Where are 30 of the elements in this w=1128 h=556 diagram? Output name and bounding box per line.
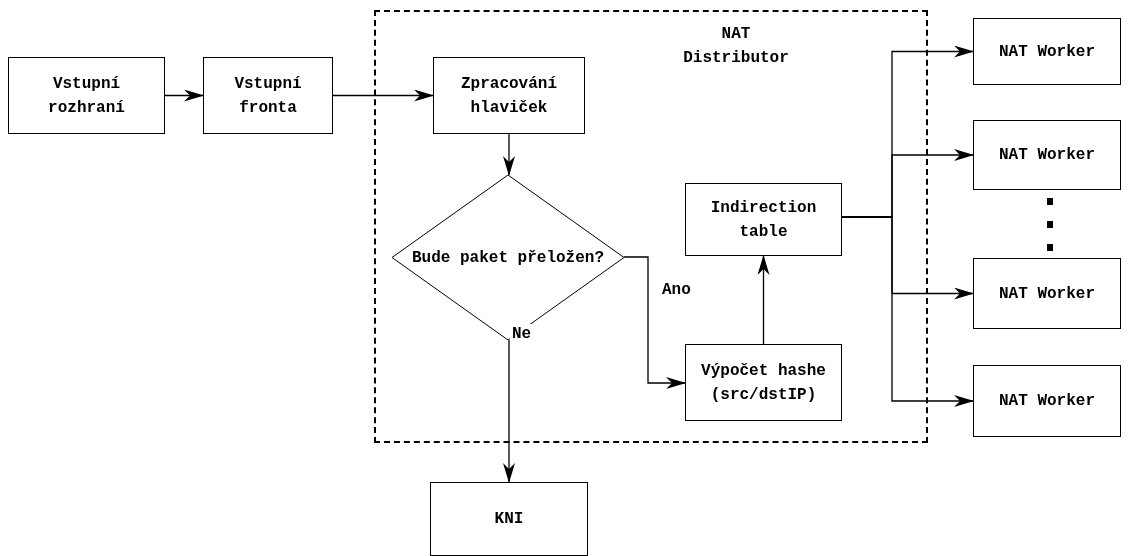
process-box [973, 258, 1121, 329]
node-label: Bude paket přeložen? [411, 247, 605, 269]
node-label: Indirection table [709, 197, 818, 243]
process-box [973, 365, 1121, 437]
process-box [973, 18, 1121, 85]
arrow [757, 255, 770, 345]
node-label: NAT Worker [998, 283, 1096, 305]
arrow [623, 256, 686, 389]
process-box [685, 344, 842, 421]
arrow [332, 89, 434, 102]
process-box [433, 57, 585, 134]
node-label: NAT Worker [998, 41, 1096, 63]
node-label: NAT Worker [998, 391, 1096, 412]
process-box [973, 120, 1121, 190]
process-box [430, 482, 588, 556]
node-label: NAT Worker [998, 145, 1096, 166]
arrow [841, 216, 974, 407]
arrow [164, 89, 204, 102]
group-title: NAT Distributor [682, 24, 790, 69]
process-box [685, 183, 842, 256]
node-label: Vstupní rozhraní [47, 73, 126, 119]
arrow [503, 133, 515, 176]
node-label: Vstupní fronta [233, 73, 303, 119]
process-box [203, 57, 333, 134]
arrow [503, 339, 515, 483]
node-label: Zpracování hlaviček [460, 73, 558, 119]
dashed-boundary [374, 10, 928, 443]
node-label: Výpočet hashe (src/dstIP) [700, 360, 827, 406]
process-box [8, 57, 165, 134]
node-label: KNI [493, 509, 525, 530]
